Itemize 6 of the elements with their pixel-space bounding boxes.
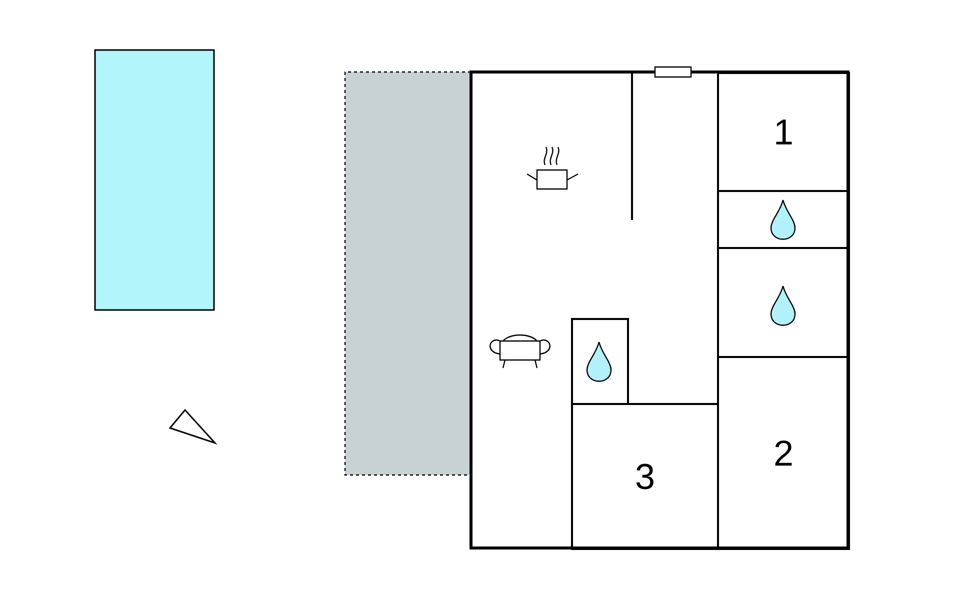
room-box: 1 bbox=[717, 72, 850, 192]
bathroom-box bbox=[571, 318, 629, 405]
bathroom-box bbox=[717, 247, 850, 358]
room-box: 2 bbox=[717, 356, 850, 550]
room-box: 3 bbox=[571, 403, 719, 550]
bathroom-box bbox=[717, 190, 850, 249]
